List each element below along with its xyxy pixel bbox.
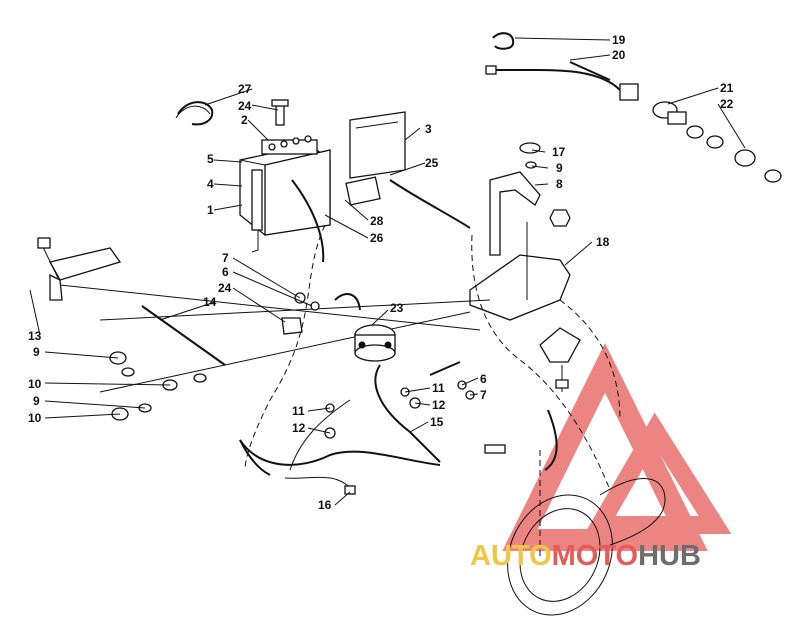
callout-23: 23 [390, 301, 404, 315]
switch-assembly [652, 101, 782, 183]
callout-24-mid: 24 [218, 281, 232, 295]
clip-ring [492, 32, 515, 50]
callout-1: 1 [207, 203, 214, 217]
watermark-text: AUTOMOTOHUB [470, 540, 701, 573]
callout-9-right: 9 [556, 161, 563, 175]
callout-12-left: 12 [292, 421, 306, 435]
watermark-logo-shape [502, 343, 732, 551]
callout-3: 3 [425, 122, 432, 136]
callout-16: 16 [318, 498, 332, 512]
wire-lead [485, 61, 639, 101]
callout-10-left2: 10 [28, 411, 42, 425]
battery-cover-panel [349, 111, 406, 179]
fastener-group-mid [294, 292, 475, 439]
callout-11-right: 11 [432, 381, 445, 395]
wire-harness [239, 439, 441, 466]
battery-cable-positive [291, 179, 325, 263]
callout-6-left: 6 [222, 265, 229, 279]
callout-14: 14 [203, 295, 217, 309]
callout-27: 27 [238, 82, 252, 96]
callout-18: 18 [596, 235, 610, 249]
callout-4: 4 [207, 177, 214, 191]
callout-25: 25 [425, 156, 439, 170]
callout-labels: 27 24 2 5 4 1 3 25 28 26 17 9 8 18 19 20… [28, 33, 734, 512]
callout-8: 8 [556, 177, 563, 191]
watermark-hub: HUB [638, 540, 701, 572]
callout-11-left: 11 [292, 404, 305, 418]
battery-cable-negative [389, 179, 471, 229]
callout-5: 5 [207, 152, 214, 166]
leader-lines [29, 37, 746, 506]
callout-13: 13 [28, 329, 42, 343]
callout-9-left: 9 [33, 345, 40, 359]
callout-17: 17 [552, 145, 566, 159]
drive-pulley [507, 478, 666, 616]
callout-19: 19 [612, 33, 626, 47]
watermark-moto: MOTO [551, 540, 639, 572]
callout-15: 15 [430, 415, 444, 429]
callout-6-right: 6 [480, 372, 487, 386]
callout-10-left: 10 [28, 377, 42, 391]
callout-7-left: 7 [222, 251, 229, 265]
left-mount-bracket [37, 237, 122, 301]
frame-rod-lower [99, 311, 471, 393]
callout-9-left2: 9 [33, 394, 40, 408]
bolt-hex [549, 209, 571, 227]
callout-20: 20 [612, 48, 626, 62]
mounting-bracket [469, 171, 581, 392]
tie-rod [141, 305, 226, 366]
callout-22: 22 [720, 97, 734, 111]
callout-28: 28 [370, 214, 384, 228]
watermark-auto: AUTO [470, 540, 552, 572]
fastener-group-left [109, 351, 207, 421]
callout-21: 21 [720, 81, 734, 95]
battery-terminal-post [271, 99, 289, 126]
callout-2: 2 [241, 113, 248, 127]
callout-26: 26 [370, 231, 384, 245]
battery-strap [175, 101, 214, 126]
callout-24-top: 24 [238, 99, 252, 113]
wing-nut [519, 142, 541, 169]
callout-12-right: 12 [432, 398, 446, 412]
callout-7-right: 7 [480, 388, 487, 402]
starter-solenoid [354, 324, 396, 362]
